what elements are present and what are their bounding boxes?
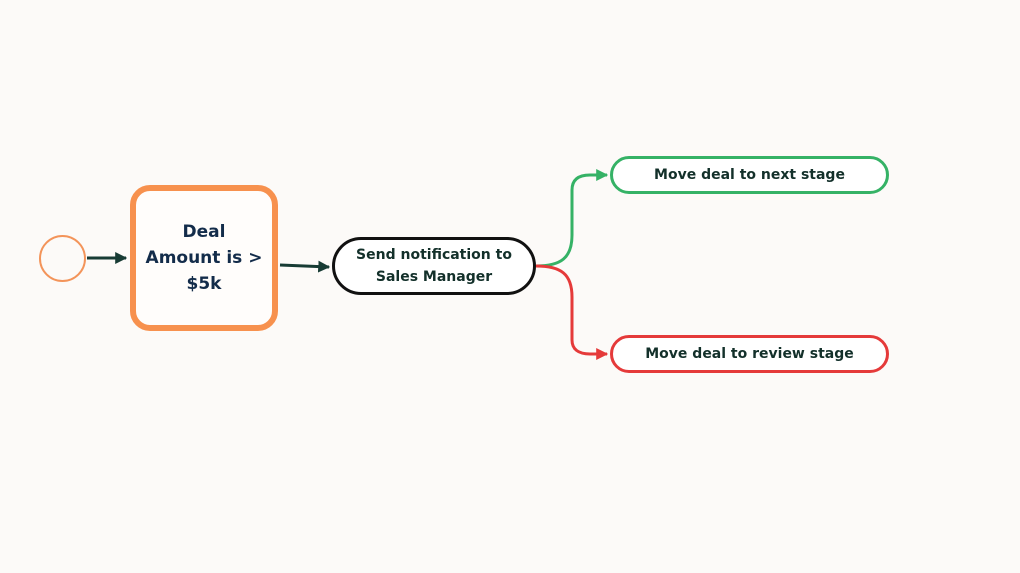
move-next-stage-label: Move deal to next stage	[654, 167, 845, 183]
start-node	[39, 235, 86, 282]
move-review-stage-node: Move deal to review stage	[610, 335, 889, 373]
notify-to-review-stage-arrow	[535, 264, 609, 360]
deal-amount-condition-node: Deal Amount is > $5k	[130, 185, 278, 331]
move-review-stage-label: Move deal to review stage	[645, 346, 854, 362]
send-notification-label: Send notification to Sales Manager	[356, 247, 512, 285]
notify-to-next-stage-arrow	[535, 169, 609, 268]
decision-to-notify-arrow	[279, 260, 331, 273]
deal-amount-condition-label: Deal Amount is > $5k	[145, 222, 263, 294]
move-next-stage-node: Move deal to next stage	[610, 156, 889, 194]
send-notification-node: Send notification to Sales Manager	[332, 237, 536, 295]
